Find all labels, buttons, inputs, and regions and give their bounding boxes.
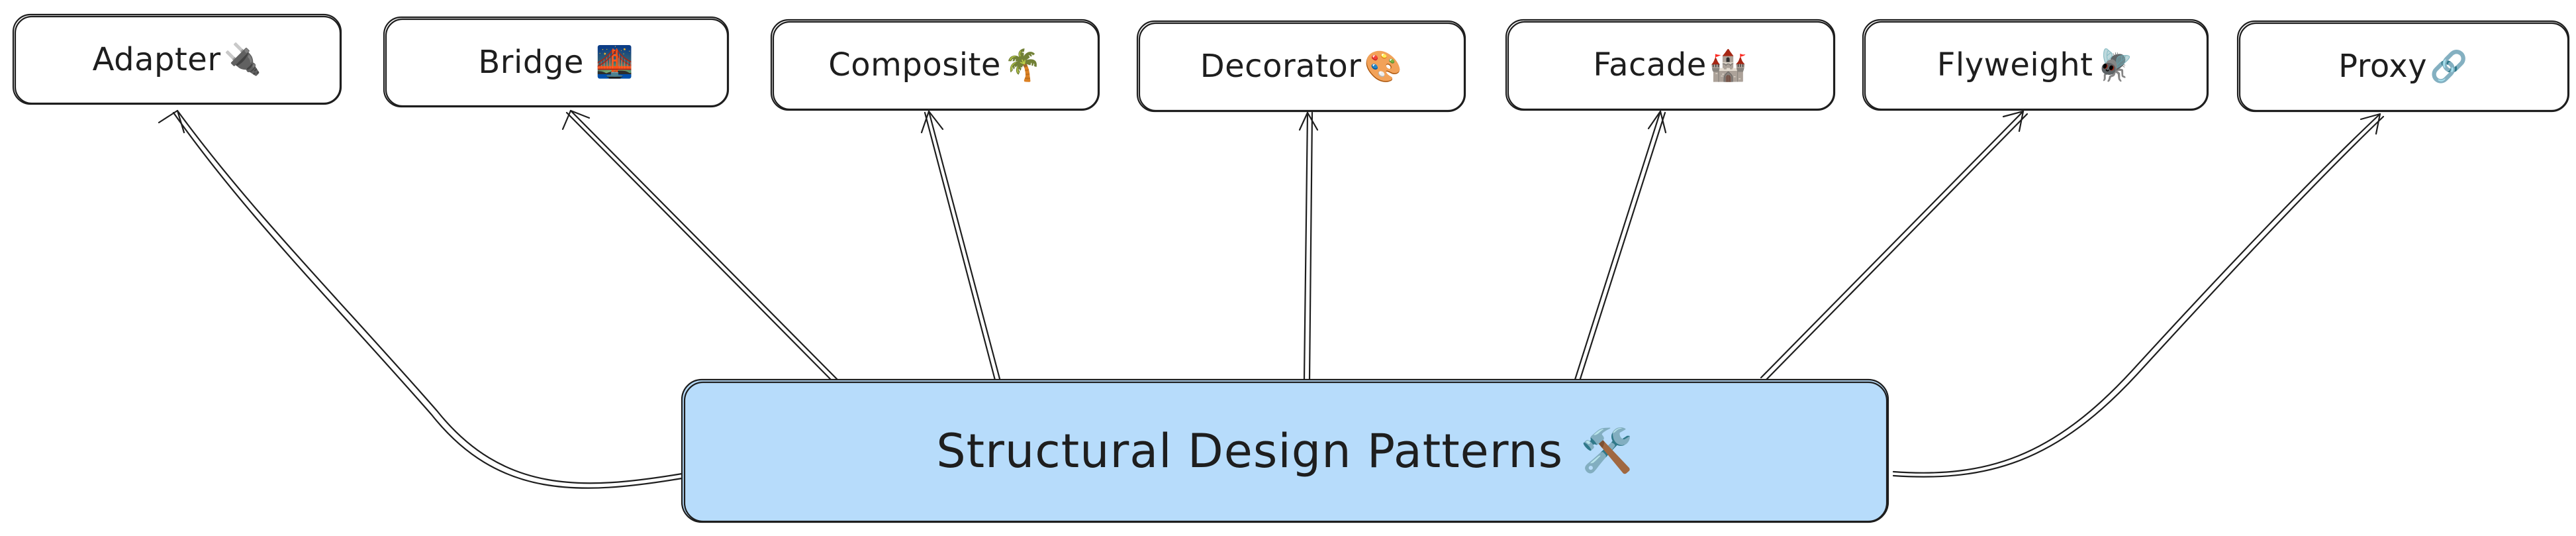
pattern-label-facade: Facade🏰 <box>1506 20 1835 110</box>
arrow-to-proxy <box>1892 113 2385 478</box>
arrow-to-adapter <box>158 109 683 489</box>
bridge-at-night-icon: 🌉 <box>595 44 634 80</box>
pattern-box-adapter <box>12 13 342 105</box>
bridge-text: Bridge <box>478 43 584 81</box>
composite-text: Composite <box>828 46 1001 83</box>
flyweight-text: Flyweight <box>1936 46 2093 83</box>
electric-plug-icon: 🔌 <box>223 41 262 77</box>
pattern-box-facade <box>1505 19 1836 111</box>
arrow-to-facade <box>1573 110 1667 384</box>
center-title: Structural Design Patterns <box>936 423 1564 478</box>
fly-icon: 🪰 <box>2095 46 2134 83</box>
facade-text: Facade <box>1593 46 1707 83</box>
decorator-text: Decorator <box>1200 48 1362 85</box>
center-box <box>681 378 1889 523</box>
pattern-label-composite: Composite🌴 <box>771 20 1099 110</box>
arrow-to-flyweight <box>1760 110 2028 382</box>
castle-icon: 🏰 <box>1709 46 1748 83</box>
artist-palette-icon: 🎨 <box>1364 48 1403 84</box>
arrow-to-bridge <box>561 109 839 383</box>
pattern-label-proxy: Proxy🔗 <box>2238 21 2569 111</box>
pattern-label-decorator: Decorator🎨 <box>1137 21 1465 111</box>
adapter-text: Adapter <box>92 40 221 78</box>
pattern-label-adapter: Adapter🔌 <box>13 15 341 104</box>
pattern-label-bridge: Bridge 🌉 <box>384 17 728 107</box>
pattern-box-flyweight <box>1862 19 2209 111</box>
pattern-box-bridge <box>383 16 730 108</box>
proxy-text: Proxy <box>2338 48 2428 85</box>
pattern-box-proxy <box>2236 20 2570 113</box>
palm-tree-icon: 🌴 <box>1003 46 1042 83</box>
hammer-and-wrench-icon: 🛠️ <box>1580 427 1634 476</box>
arrow-to-composite <box>920 110 1003 389</box>
pattern-label-flyweight: Flyweight🪰 <box>1863 20 2208 110</box>
center-label: Structural Design Patterns 🛠️ <box>682 380 1888 522</box>
link-icon: 🔗 <box>2430 48 2468 84</box>
pattern-box-composite <box>770 19 1100 111</box>
pattern-box-decorator <box>1136 20 1466 113</box>
arrow-to-decorator <box>1298 111 1319 380</box>
